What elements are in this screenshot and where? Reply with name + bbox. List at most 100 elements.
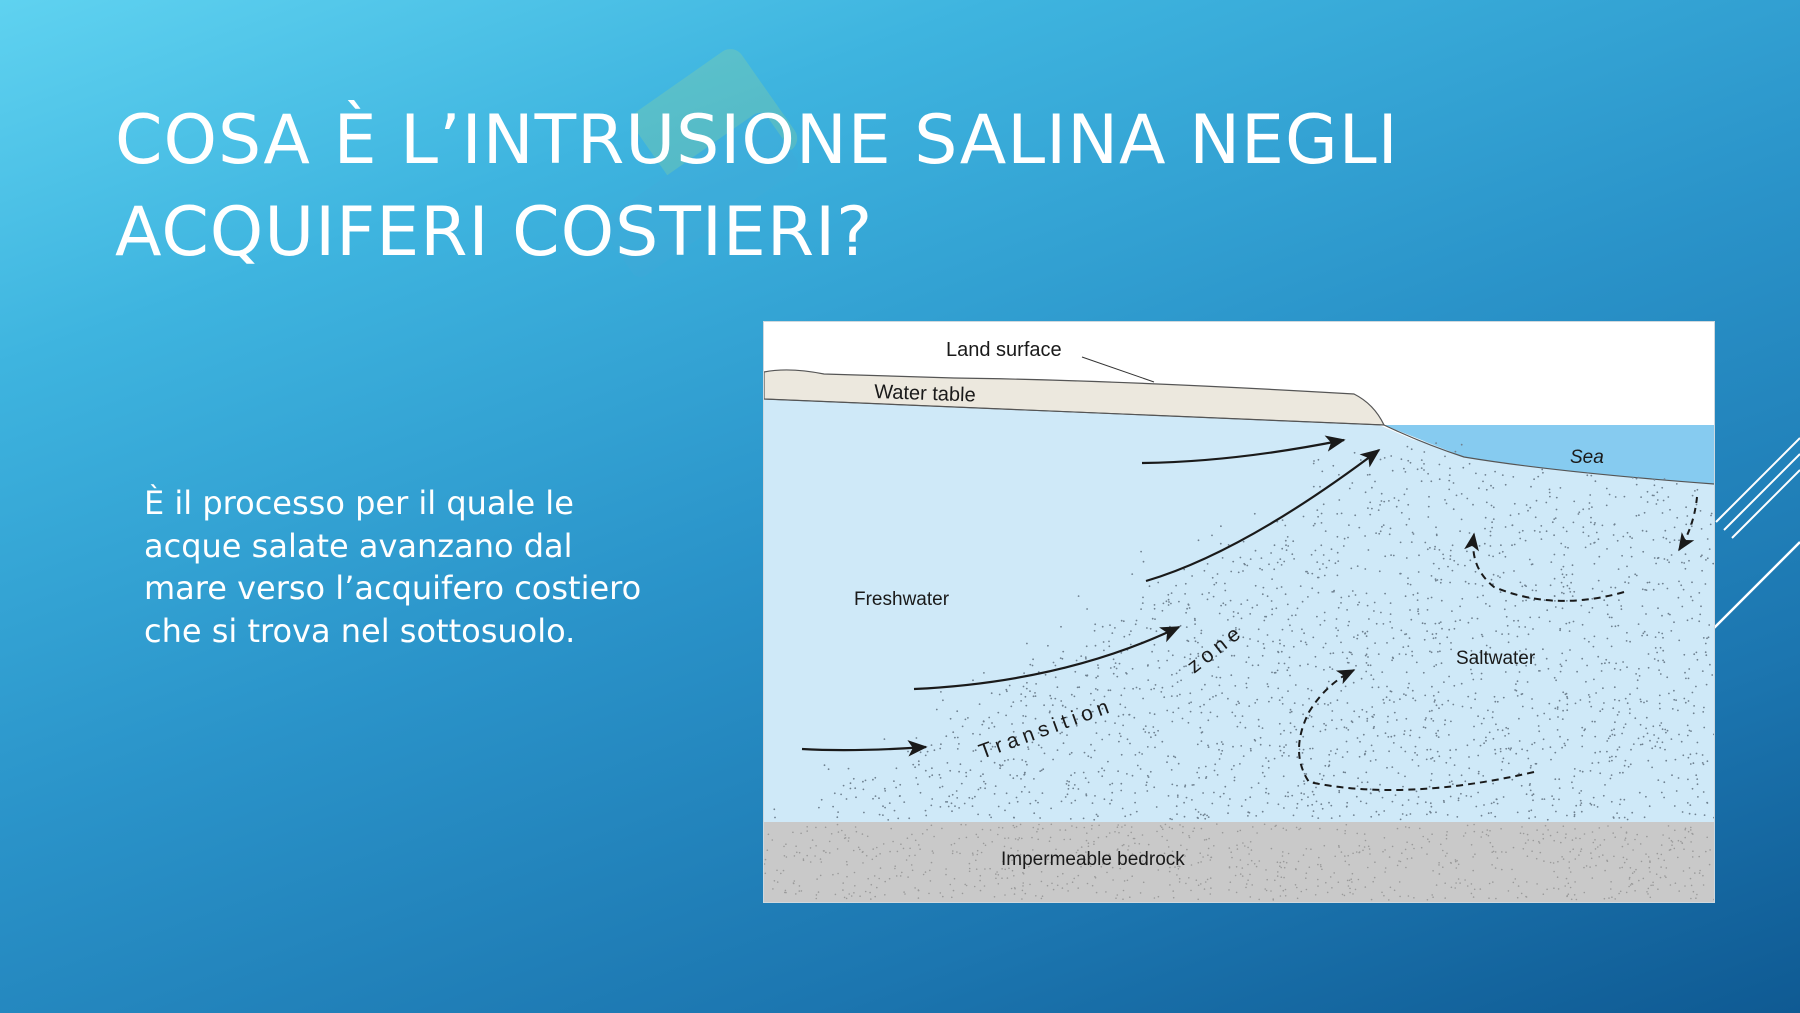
stipple-dot: [1230, 570, 1233, 573]
stipple-dot: [1581, 726, 1584, 729]
bedrock-dot: [1131, 853, 1134, 855]
stipple-dot: [1345, 727, 1348, 729]
stipple-dot: [1520, 784, 1523, 787]
stipple-dot: [1407, 459, 1410, 462]
stipple-dot: [1146, 774, 1149, 777]
stipple-dot: [1154, 746, 1156, 749]
label-water-table: Water table: [874, 381, 976, 407]
bedrock-dot: [1200, 827, 1203, 830]
stipple-dot: [1267, 766, 1270, 769]
stipple-dot: [1146, 627, 1148, 629]
stipple-dot: [1670, 738, 1673, 740]
stipple-dot: [1481, 635, 1484, 638]
stipple-dot: [1500, 769, 1503, 771]
stipple-dot: [919, 791, 922, 794]
stipple-dot: [1469, 559, 1472, 562]
stipple-dot: [1292, 540, 1295, 543]
stipple-dot: [969, 769, 972, 771]
bedrock-dot: [1473, 830, 1476, 833]
stipple-dot: [1204, 817, 1207, 820]
stipple-dot: [1467, 621, 1470, 624]
bedrock-dot: [1649, 871, 1651, 873]
stipple-dot: [1336, 635, 1338, 637]
bedrock-dot: [1628, 885, 1630, 888]
bedrock-dot: [1299, 827, 1302, 830]
bedrock-dot: [1428, 840, 1431, 843]
bedrock-dot: [1472, 869, 1474, 872]
bedrock-dot: [968, 862, 971, 865]
stipple-dot: [1101, 625, 1104, 628]
stipple-dot: [1440, 578, 1443, 581]
stipple-dot: [1610, 800, 1613, 803]
stipple-dot: [1239, 721, 1242, 724]
stipple-dot: [1069, 818, 1072, 820]
stipple-dot: [1331, 710, 1334, 712]
stipple-dot: [1467, 695, 1470, 698]
stipple-dot: [1391, 800, 1394, 803]
stipple-dot: [1157, 581, 1160, 584]
bedrock-dot: [792, 882, 795, 884]
stipple-dot: [1443, 723, 1446, 726]
stipple-dot: [1417, 796, 1420, 798]
stipple-dot: [1595, 531, 1598, 534]
stipple-dot: [1153, 687, 1155, 690]
stipple-dot: [1211, 576, 1214, 579]
stipple-dot: [1345, 740, 1348, 743]
bedrock-dot: [1684, 827, 1687, 830]
bedrock-dot: [792, 831, 794, 834]
stipple-dot: [1491, 716, 1494, 719]
stipple-dot: [1645, 530, 1648, 533]
stipple-dot: [1372, 750, 1375, 752]
stipple-dot: [1466, 550, 1468, 553]
bedrock-dot: [1473, 823, 1475, 826]
stipple-dot: [1441, 703, 1444, 706]
stipple-dot: [1480, 678, 1483, 680]
stipple-dot: [1390, 735, 1393, 738]
stipple-dot: [1355, 664, 1357, 667]
bedrock-dot: [1347, 854, 1349, 857]
stipple-dot: [1322, 646, 1325, 649]
stipple-dot: [1085, 645, 1088, 648]
bedrock-dot: [1352, 893, 1354, 895]
stipple-dot: [1117, 715, 1120, 718]
stipple-dot: [1388, 533, 1391, 536]
stipple-dot: [1587, 472, 1589, 474]
bedrock-dot: [1552, 862, 1555, 864]
stipple-dot: [1592, 645, 1595, 648]
stipple-dot: [1163, 696, 1166, 699]
stipple-dot: [1553, 577, 1556, 580]
stipple-dot: [1279, 749, 1282, 752]
bedrock-dot: [976, 849, 979, 852]
stipple-dot: [1178, 669, 1181, 672]
stipple-dot: [917, 783, 919, 786]
stipple-dot: [994, 785, 997, 787]
bedrock-dot: [908, 855, 911, 857]
stipple-dot: [827, 768, 830, 771]
stipple-dot: [1161, 609, 1164, 612]
stipple-dot: [1302, 735, 1305, 738]
stipple-dot: [1594, 720, 1596, 723]
stipple-dot: [1613, 728, 1615, 731]
stipple-dot: [1084, 777, 1087, 779]
stipple-dot: [1422, 726, 1425, 728]
stipple-dot: [1529, 506, 1532, 509]
stipple-dot: [1365, 653, 1368, 656]
stipple-dot: [1616, 812, 1618, 814]
bedrock-dot: [924, 871, 927, 873]
stipple-dot: [872, 778, 874, 781]
stipple-dot: [1637, 623, 1640, 625]
stipple-dot: [1240, 745, 1243, 747]
stipple-dot: [1317, 591, 1320, 594]
stipple-dot: [954, 736, 956, 739]
stipple-dot: [1346, 657, 1348, 660]
stipple-dot: [1364, 750, 1367, 753]
stipple-dot: [1416, 599, 1419, 601]
stipple-dot: [1231, 632, 1234, 635]
bedrock-dot: [1197, 898, 1199, 901]
stipple-dot: [1470, 672, 1473, 675]
stipple-dot: [1311, 815, 1314, 817]
stipple-dot: [1025, 704, 1028, 707]
bedrock-dot: [1357, 878, 1360, 881]
bedrock-dot: [1116, 849, 1118, 851]
stipple-dot: [1332, 652, 1335, 654]
